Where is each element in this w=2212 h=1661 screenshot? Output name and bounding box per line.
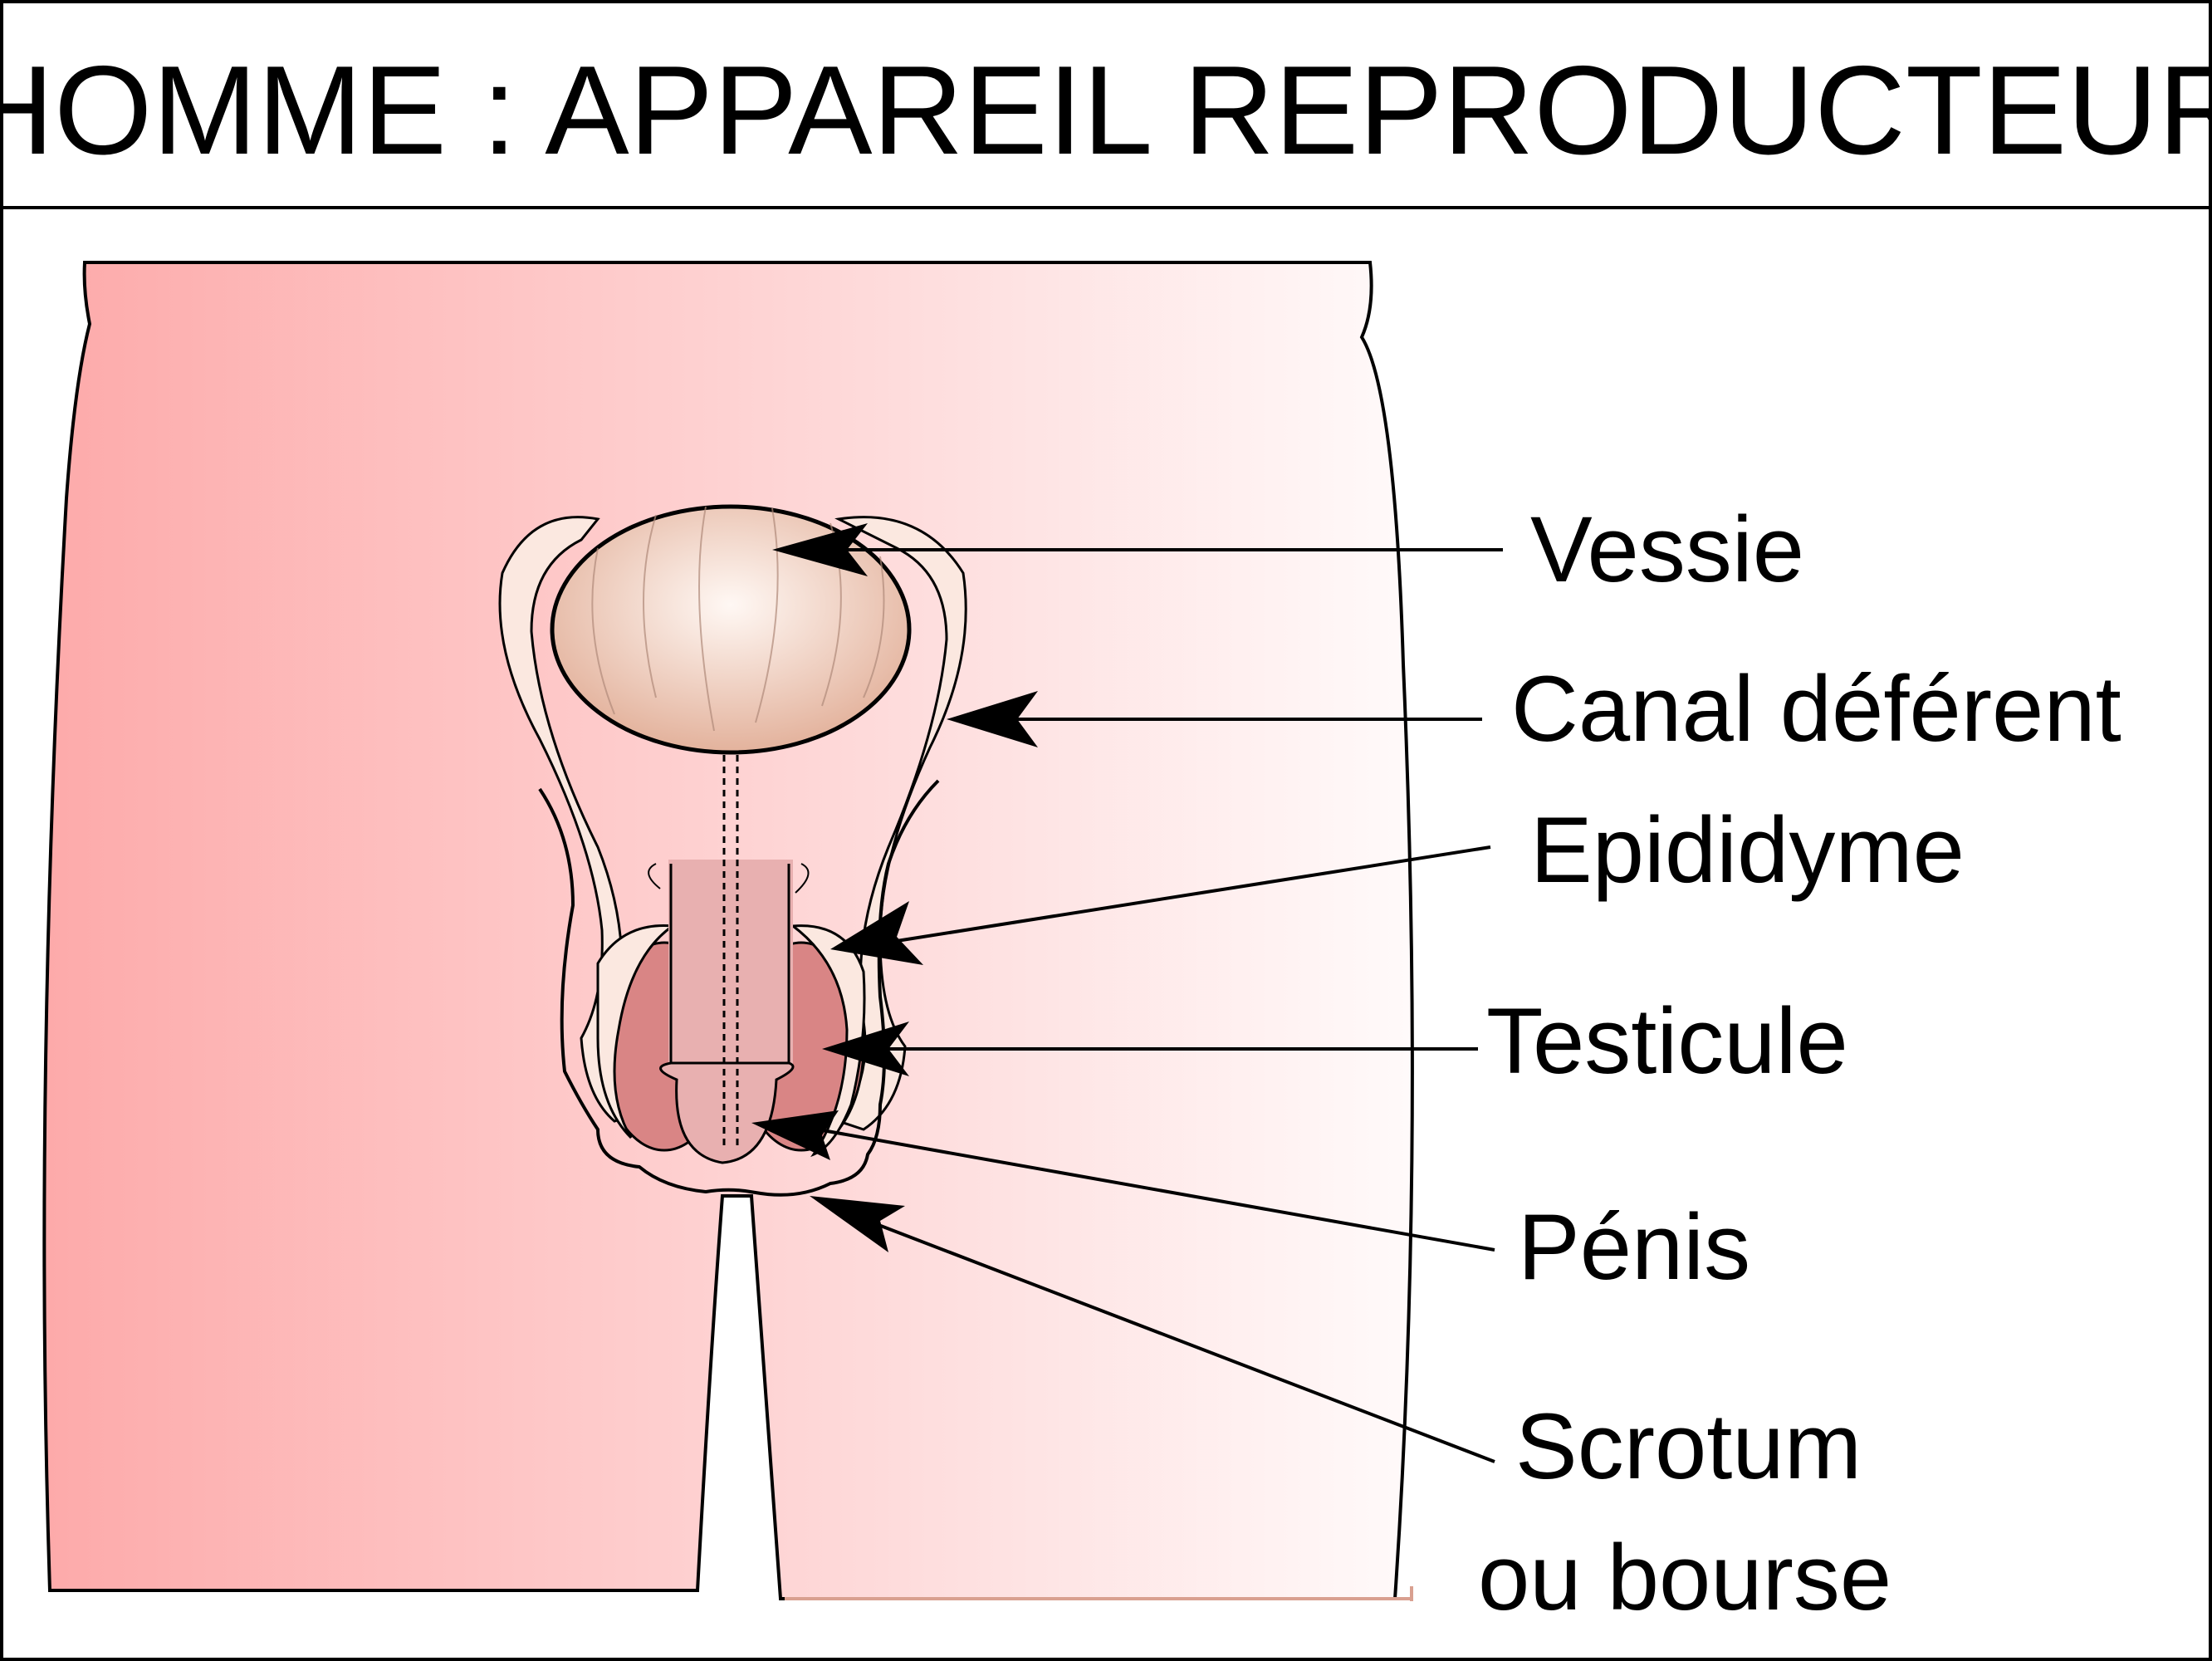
page-title: HOMME : APPAREIL REPRODUCTEUR [0,40,2212,181]
label-epididyme: Epididyme [1530,798,1965,902]
arrowheads [751,523,1038,1252]
label-penis: Pénis [1518,1195,1750,1299]
epididyme-left [596,924,677,1139]
arrow-scrotum [810,1196,905,1252]
label-testicule: Testicule [1486,989,1848,1093]
arrow-testicule [822,1022,909,1076]
arrow-canal [947,691,1038,747]
bladder-shape [550,504,912,755]
arrow-penis [751,1110,839,1160]
urethra [722,743,739,1150]
penis-shape [648,860,810,1164]
label-vessie: Vessie [1530,497,1804,601]
label-bourse: ou bourse [1478,1526,1891,1629]
label-scrotum: Scrotum [1515,1394,1862,1498]
arrow-vessie [772,523,868,576]
arrow-epididyme [830,901,923,965]
leader-lines [817,548,1503,1463]
bladder-folds [591,506,885,732]
scrotum-shape [538,779,940,1197]
label-canal-deferent: Canal déférent [1511,657,2121,761]
epididyme-shape [789,924,866,1158]
